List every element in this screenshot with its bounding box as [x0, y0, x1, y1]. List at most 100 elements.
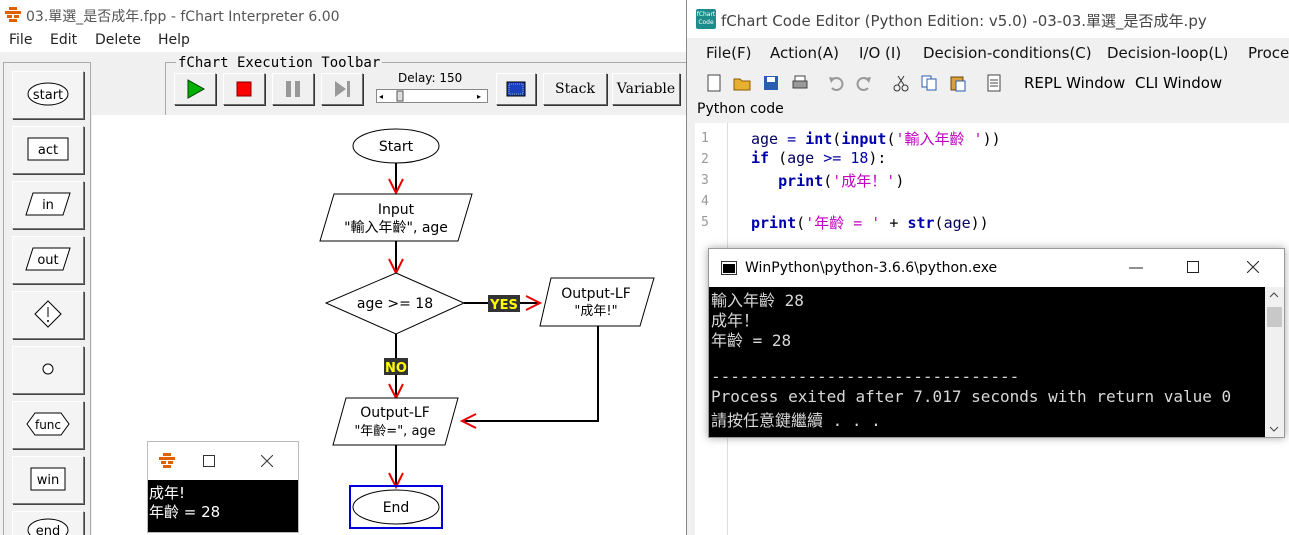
svg-text:win: win — [37, 473, 59, 488]
cli-window-button[interactable]: CLI Window — [1135, 74, 1223, 92]
undo-icon[interactable] — [827, 74, 845, 92]
output-adult-node[interactable]: Output-LF "成年!" — [539, 277, 655, 327]
end-shape-icon: end — [27, 518, 69, 535]
small-output-line: 年齡 = 28 — [149, 503, 221, 521]
close-icon[interactable] — [1247, 261, 1259, 273]
execution-toolbar: fChart Execution Toolbar Delay: 150 ◂ ▸ … — [165, 55, 686, 116]
palette-decision-button[interactable] — [12, 291, 84, 339]
small-output-titlebar — [148, 442, 298, 480]
palette-start-button[interactable]: start — [12, 71, 84, 119]
output-age-line1: Output-LF — [360, 405, 430, 421]
fchart-code-logo-icon: fChart Code — [696, 9, 716, 29]
step-icon — [335, 81, 350, 97]
scrollbar-track-icon — [1267, 292, 1282, 432]
save-icon[interactable] — [762, 74, 780, 92]
decision-node-label: age >= 18 — [357, 296, 433, 312]
copy-icon[interactable] — [920, 74, 938, 92]
palette-connector-button[interactable] — [12, 346, 84, 394]
small-output-line: 成年! — [149, 484, 186, 502]
code-line-1: age = int(input('輸入年齡 ')) — [751, 130, 1001, 148]
selection-box — [349, 485, 443, 529]
console-line: -------------------------------- — [711, 367, 1020, 386]
menu-action[interactable]: Action(A) — [770, 44, 839, 62]
svg-text:act: act — [38, 143, 58, 158]
stack-button[interactable]: Stack — [543, 73, 607, 105]
shape-palette: start act in out — [3, 62, 91, 535]
line-number: 2 — [701, 152, 709, 167]
palette-win-button[interactable]: win — [12, 456, 84, 504]
svg-text:func: func — [35, 418, 61, 432]
interpreter-titlebar: 03.單選_是否成年.fpp - fChart Interpreter 6.00 — [0, 0, 686, 30]
editor-titlebar: fChart Code fChart Code Editor (Python E… — [687, 0, 1289, 38]
line-number: 3 — [701, 173, 709, 188]
cut-icon[interactable] — [892, 74, 910, 92]
output-age-line2: "年齡=", age — [354, 424, 435, 439]
output-adult-line1: Output-LF — [561, 286, 631, 302]
no-badge: NO — [384, 358, 408, 376]
menu-file[interactable]: File(F) — [706, 44, 752, 62]
decision-node[interactable]: age >= 18 — [324, 272, 466, 335]
logo-bottom-text: Code — [698, 19, 714, 26]
print-icon[interactable] — [791, 74, 809, 92]
pause-button[interactable] — [272, 73, 314, 105]
toolbar-legend: fChart Execution Toolbar — [176, 55, 383, 71]
paste-icon[interactable] — [949, 74, 967, 92]
menu-decision-loop[interactable]: Decision-loop(L) — [1107, 44, 1229, 62]
console-line: 輸入年齡 28 — [711, 291, 804, 310]
redo-icon[interactable] — [855, 74, 873, 92]
stop-button[interactable] — [223, 73, 265, 105]
interpreter-menubar: File Edit Delete Help — [0, 30, 686, 52]
variable-button[interactable]: Variable — [612, 73, 680, 105]
delay-slider[interactable]: ◂ ▸ — [376, 89, 488, 103]
menu-procedure[interactable]: Proce — [1248, 44, 1289, 62]
minimize-icon[interactable] — [1129, 267, 1143, 269]
small-output-body: 成年! 年齡 = 28 — [148, 480, 298, 532]
step-button[interactable] — [321, 73, 363, 105]
palette-end-button[interactable]: end — [12, 511, 84, 535]
console-scrollbar[interactable] — [1265, 287, 1284, 437]
svg-text:end: end — [36, 524, 61, 535]
input-node[interactable]: Input "輸入年齡", age — [319, 193, 473, 242]
menu-file[interactable]: File — [9, 32, 33, 48]
end-node-label: End — [383, 500, 410, 516]
repl-window-button[interactable]: REPL Window — [1024, 74, 1126, 92]
line-number: 5 — [701, 215, 709, 230]
console-button[interactable] — [496, 73, 536, 105]
output-age-node[interactable]: Output-LF "年齡=", age — [332, 397, 459, 446]
svg-text:start: start — [33, 88, 63, 103]
menu-help[interactable]: Help — [158, 32, 190, 48]
run-button[interactable] — [174, 73, 216, 105]
document-icon[interactable] — [985, 74, 1003, 92]
start-shape-icon: start — [27, 82, 69, 106]
menu-delete[interactable]: Delete — [95, 32, 141, 48]
connector-shape-icon — [42, 363, 54, 375]
menu-decision-conditions[interactable]: Decision-conditions(C) — [923, 44, 1092, 62]
console-line: Process exited after 7.017 seconds with … — [711, 387, 1232, 406]
python-console-window: WinPython\python-3.6.6\python.exe 輸入年齡 2… — [708, 248, 1285, 438]
console-line: 請按任意鍵繼續 . . . — [711, 411, 881, 430]
editor-toolbar: REPL Window CLI Window — [687, 68, 1289, 98]
close-icon[interactable] — [261, 455, 273, 467]
pause-icon — [286, 81, 300, 97]
small-output-window: 成年! 年齡 = 28 — [147, 441, 299, 533]
end-node[interactable]: End — [349, 485, 443, 529]
code-line-3: print('成年！') — [778, 172, 905, 190]
maximize-icon[interactable] — [1187, 261, 1199, 273]
maximize-icon[interactable] — [203, 455, 215, 467]
palette-func-button[interactable]: func — [12, 401, 84, 449]
decision-shape-icon — [34, 300, 62, 328]
menu-edit[interactable]: Edit — [50, 32, 78, 48]
console-output[interactable]: 輸入年齡 28 成年！ 年齡 = 28 --------------------… — [709, 287, 1265, 437]
start-node[interactable]: Start — [352, 128, 440, 164]
palette-in-button[interactable]: in — [12, 181, 84, 229]
new-file-icon[interactable] — [705, 74, 723, 92]
no-label: NO — [385, 361, 407, 376]
editor-title: fChart Code Editor (Python Edition: v5.0… — [721, 12, 1207, 30]
menu-io[interactable]: I/O (I) — [859, 44, 902, 62]
fchart-interpreter-window: 03.單選_是否成年.fpp - fChart Interpreter 6.00… — [0, 0, 686, 535]
fchart-app-icon — [159, 453, 175, 468]
palette-act-button[interactable]: act — [12, 126, 84, 174]
editor-menubar: File(F) Action(A) I/O (I) Decision-condi… — [687, 40, 1289, 66]
palette-out-button[interactable]: out — [12, 236, 84, 284]
open-folder-icon[interactable] — [733, 74, 751, 92]
